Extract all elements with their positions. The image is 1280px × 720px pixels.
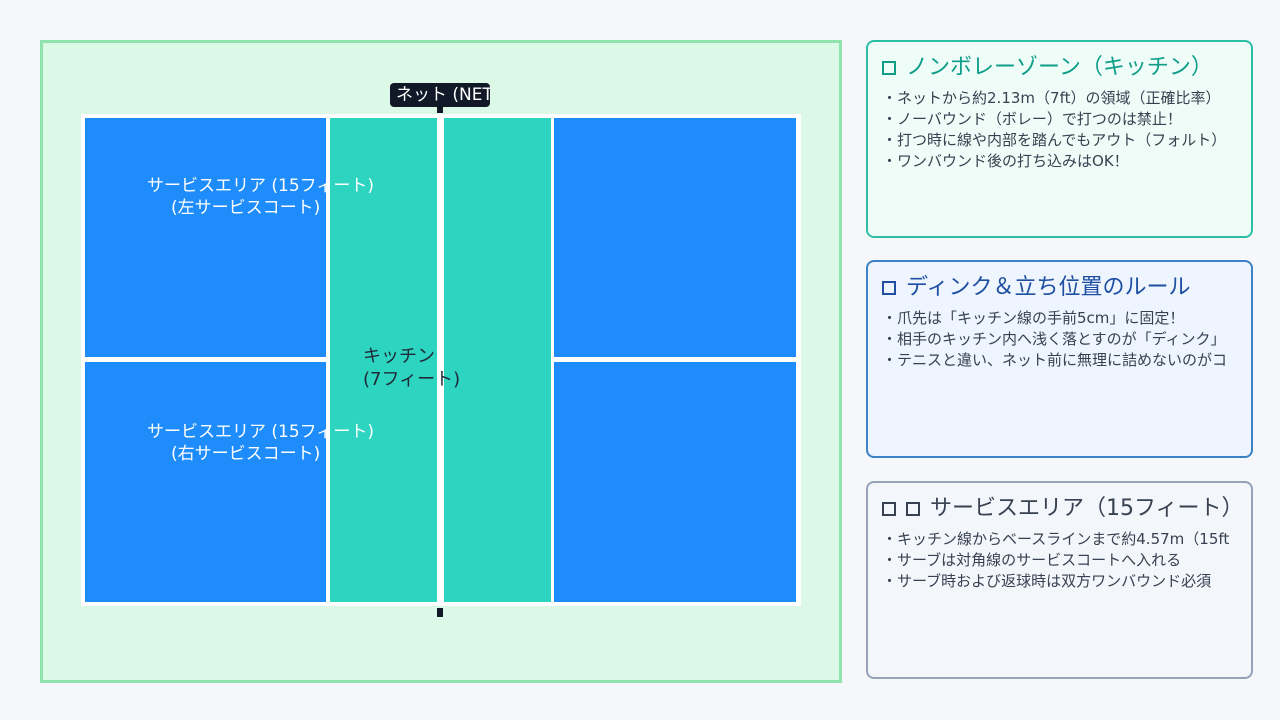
service-area-top-left (85, 118, 326, 357)
net-post-top (437, 104, 443, 113)
service-area-bottom-right (554, 362, 796, 602)
service-area-left-label-line2: (左サービスコート) (171, 198, 321, 218)
panel-title-text: サービスエリア（15フィート） (930, 496, 1244, 521)
panel-dink-rules: ディンク＆立ち位置のルール 爪先は「キッチン線の手前5cm」に固定！ 相手のキッ… (866, 260, 1253, 458)
kitchen-label: キッチン (7フィート) (363, 345, 460, 391)
list-item: ネットから約2.13m（7ft）の領域（正確比率） (882, 88, 1226, 109)
panel-service-area: サービスエリア（15フィート） キッチン線からベースラインまで約4.57m（15… (866, 481, 1253, 679)
list-item: 相手のキッチン内へ浅く落とすのが「ディンク」 (882, 329, 1227, 350)
panel-title: ノンボレーゾーン（キッチン） (882, 54, 1213, 82)
rule-list: ネットから約2.13m（7ft）の領域（正確比率） ノーバウンド（ボレー）で打つ… (882, 88, 1226, 172)
panel-title-text: ノンボレーゾーン（キッチン） (906, 55, 1213, 80)
checkbox-icon (882, 281, 896, 295)
net-post-bottom (437, 608, 443, 617)
kitchen-label-line1: キッチン (363, 346, 435, 367)
checkbox-icon (906, 502, 920, 516)
rule-list: 爪先は「キッチン線の手前5cm」に固定！ 相手のキッチン内へ浅く落とすのが「ディ… (882, 308, 1227, 371)
panel-title: サービスエリア（15フィート） (882, 495, 1244, 523)
list-item: テニスと違い、ネット前に無理に詰めないのがコ (882, 350, 1227, 371)
list-item: サーブは対角線のサービスコートへ入れる (882, 550, 1229, 571)
service-area-right-label: サービスエリア (15フィート) (右サービスコート) (147, 421, 374, 465)
kitchen-zone-left (330, 118, 437, 602)
service-area-bottom-left (85, 362, 326, 602)
net-line (437, 114, 443, 606)
list-item: ワンバウンド後の打ち込みはOK！ (882, 151, 1226, 172)
kitchen-label-line2: (7フィート) (363, 369, 461, 390)
kitchen-zone-right (444, 118, 551, 602)
service-area-right-label-line2: (右サービスコート) (171, 444, 321, 464)
checkbox-icon (882, 61, 896, 75)
service-area-left-label: サービスエリア (15フィート) (左サービスコート) (147, 175, 374, 219)
net-label: ネット (NET) (390, 83, 490, 107)
list-item: キッチン線からベースラインまで約4.57m（15ft (882, 529, 1229, 550)
panel-title-text: ディンク＆立ち位置のルール (906, 275, 1191, 300)
panel-title: ディンク＆立ち位置のルール (882, 274, 1190, 302)
list-item: 打つ時に線や内部を踏んでもアウト（フォルト） (882, 130, 1226, 151)
list-item: ノーバウンド（ボレー）で打つのは禁止！ (882, 109, 1226, 130)
service-area-right-label-line1: サービスエリア (15フィート) (147, 422, 374, 442)
panel-non-volley-zone: ノンボレーゾーン（キッチン） ネットから約2.13m（7ft）の領域（正確比率）… (866, 40, 1253, 238)
service-area-left-label-line1: サービスエリア (15フィート) (147, 176, 374, 196)
list-item: サーブ時および返球時は双方ワンバウンド必須 (882, 571, 1229, 592)
checkbox-icon (882, 502, 896, 516)
list-item: 爪先は「キッチン線の手前5cm」に固定！ (882, 308, 1227, 329)
rule-list: キッチン線からベースラインまで約4.57m（15ft サーブは対角線のサービスコ… (882, 529, 1229, 592)
service-area-top-right (554, 118, 796, 357)
